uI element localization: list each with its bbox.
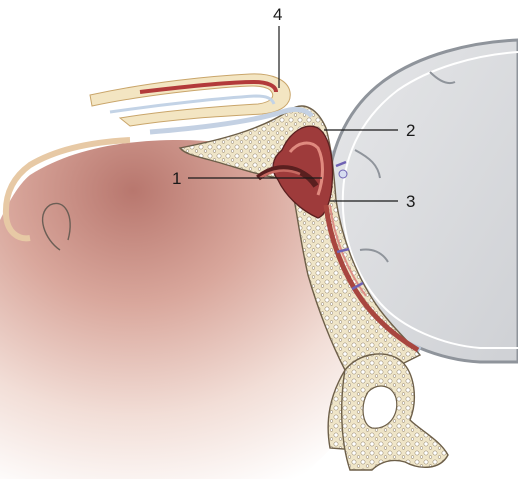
label-3: 3 (406, 192, 415, 211)
label-1: 1 (172, 169, 181, 188)
label-group-4: 4 (273, 5, 282, 88)
label-2: 2 (406, 121, 415, 140)
label-4: 4 (273, 5, 282, 24)
vessel-cross-section (339, 170, 347, 178)
